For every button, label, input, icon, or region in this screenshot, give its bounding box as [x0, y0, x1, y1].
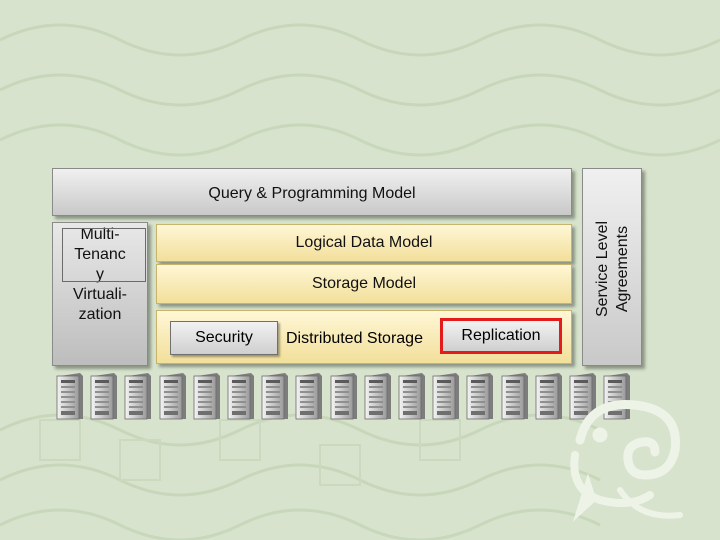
distributed-storage-label: Distributed Storage: [286, 330, 423, 347]
server-rack-icon: [261, 373, 289, 420]
dragon-ornament-icon: [570, 399, 683, 522]
storage-layer-label: Storage Model: [311, 275, 417, 292]
server-rack-icon: [56, 373, 83, 420]
replication-box-highlighted: Replication: [440, 318, 562, 354]
multi-tenancy-virtualization-box: Multi- Tenanc y Virtuali- zation: [52, 222, 148, 366]
server-rack-icon: [398, 373, 425, 420]
server-rack-icon: [295, 373, 323, 420]
multi-tenancy-inner-frame: [62, 228, 146, 282]
multi-tenancy-label: Multi- Tenanc y Virtuali- zation: [73, 226, 127, 323]
storage-model-layer: Storage Model: [156, 264, 572, 304]
replication-label: Replication: [461, 327, 541, 344]
logical-layer-label: Logical Data Model: [295, 234, 433, 251]
server-rack-icon: [466, 373, 494, 420]
server-rack-icon: [501, 373, 528, 420]
server-row: [52, 372, 642, 422]
server-rack-icon: [330, 373, 357, 420]
server-rack-icon: [364, 373, 391, 420]
server-rack-icon: [535, 373, 562, 420]
server-rack-icon: [227, 373, 254, 420]
security-box: Security: [170, 321, 278, 355]
query-layer-label: Query & Programming Model: [208, 185, 416, 202]
server-rack-icon: [193, 373, 220, 420]
security-label: Security: [195, 329, 253, 346]
server-rack-icon: [569, 373, 596, 420]
server-rack-icon: [432, 373, 460, 420]
server-rack-icon: [124, 373, 152, 420]
service-level-agreements-box: Service Level Agreements: [582, 168, 642, 366]
server-rack-icon: [90, 373, 118, 420]
query-programming-model-layer: Query & Programming Model: [52, 168, 572, 216]
sla-label: Service Level Agreements: [594, 220, 631, 318]
logical-data-model-layer: Logical Data Model: [156, 224, 572, 262]
server-rack-icon: [159, 373, 186, 420]
